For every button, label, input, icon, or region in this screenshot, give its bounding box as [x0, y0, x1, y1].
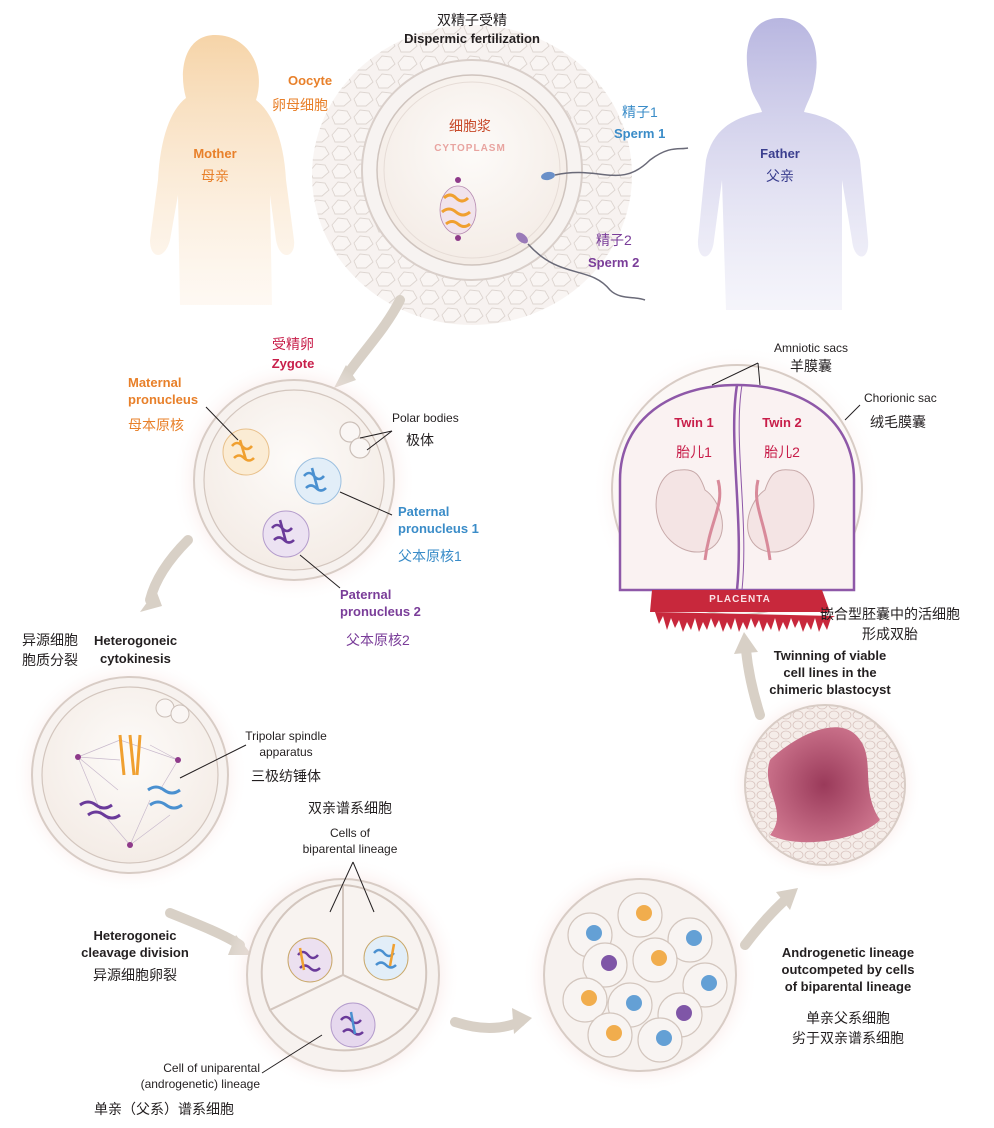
paternal-pronucleus-2-en-1: Paternal	[340, 587, 392, 602]
biparental-leaders	[261, 861, 375, 1074]
oocyte-label-zh: 卵母细胞	[272, 97, 328, 113]
twin2-en: Twin 2	[762, 415, 802, 430]
father-silhouette	[697, 18, 869, 310]
cytoplasm-label-en: CYTOPLASM	[434, 143, 506, 154]
twin1-en: Twin 1	[674, 415, 714, 430]
cytokinesis-zh-2: 胞质分裂	[22, 652, 78, 668]
outcompeted-en-2: outcompeted by cells	[781, 962, 915, 977]
oocyte-illustration	[312, 25, 689, 325]
tripolar-en-2: apparatus	[259, 745, 313, 759]
blastomere-nucleus	[651, 950, 667, 966]
twinning-en-1: Twinning of viable	[773, 648, 887, 663]
oocyte-spindle	[439, 177, 477, 241]
cytokinesis-zh-1: 异源细胞	[22, 632, 78, 648]
amniotic-sacs-zh: 羊膜囊	[790, 358, 832, 374]
father-label-en: Father	[760, 146, 800, 161]
twins-leaders	[711, 362, 861, 421]
sperm1-label-en: Sperm 1	[614, 126, 666, 141]
amniotic-sacs-en: Amniotic sacs	[773, 341, 849, 355]
blastomere-nucleus	[701, 975, 717, 991]
cleavage-en-2: cleavage division	[81, 945, 189, 960]
blastomere-nucleus	[601, 955, 617, 971]
cytokinesis-en-1: Heterogoneic	[94, 633, 178, 648]
paternal-pronucleus-2	[262, 510, 310, 558]
arrow-cleavage-to-morula	[450, 1017, 525, 1033]
biparental-en-2: biparental lineage	[302, 842, 398, 856]
blastomere-nucleus	[676, 1005, 692, 1021]
paternal-pronucleus-2-en-2: pronucleus 2	[340, 604, 421, 619]
oocyte-label-en: Oocyte	[288, 73, 333, 88]
maternal-pronucleus-zh: 母本原核	[128, 417, 184, 433]
maternal-pronucleus-en-1: Maternal	[128, 375, 182, 390]
placenta-label: PLACENTA	[709, 594, 771, 605]
twins-illustration	[592, 345, 882, 635]
uniparental-zh: 单亲（父系）谱系细胞	[94, 1101, 234, 1117]
blastomere-nucleus	[626, 995, 642, 1011]
cleavage-en-1: Heterogoneic	[93, 928, 177, 943]
polar-bodies-zh: 极体	[406, 432, 434, 448]
biparental-zh: 双亲谱系细胞	[308, 800, 392, 816]
paternal-pronucleus-1	[294, 457, 342, 505]
arrow-oocyte-to-zygote	[340, 295, 405, 383]
outcompeted-zh-2: 劣于双亲谱系细胞	[792, 1030, 904, 1046]
chorionic-sac-en: Chorionic sac	[864, 391, 937, 405]
three-cell-embryo	[225, 857, 461, 1093]
zygote-label-en: Zygote	[271, 356, 315, 371]
twinning-en-2: cell lines in the	[783, 665, 877, 680]
tripolar-en-1: Tripolar spindle	[245, 729, 327, 743]
twinning-zh-2: 形成双胎	[862, 626, 918, 642]
biparental-en-1: Cells of	[329, 826, 370, 840]
uniparental-en-1: Cell of uniparental	[163, 1061, 260, 1075]
cytokinesis-en-2: cytokinesis	[100, 651, 171, 666]
zygote-label-zh: 受精卵	[272, 336, 314, 352]
sperm1-label-zh: 精子1	[622, 104, 658, 120]
outcompeted-en-1: Androgenetic lineage	[781, 945, 915, 960]
sperm-2	[516, 232, 646, 301]
twin2-zh: 胎儿2	[764, 444, 800, 460]
chorionic-sac-zh: 绒毛膜囊	[870, 414, 926, 430]
morula-illustration	[522, 857, 758, 1093]
uniparental-en-2: (androgenetic) lineage	[140, 1077, 260, 1091]
cytokinesis-illustration	[12, 657, 248, 893]
father-label-zh: 父亲	[766, 168, 794, 184]
blastomere-nucleus	[586, 925, 602, 941]
tripolar-leader	[179, 744, 247, 779]
maternal-pronucleus	[222, 428, 270, 476]
tripolar-zh: 三极纺锤体	[251, 768, 321, 784]
sperm2-label-zh: 精子2	[596, 232, 632, 248]
paternal-pronucleus-1-en-2: pronucleus 1	[398, 521, 479, 536]
polar-bodies-en: Polar bodies	[392, 411, 459, 425]
arrow-morula-to-blastocyst	[740, 895, 790, 950]
paternal-pronucleus-1-zh: 父本原核1	[398, 548, 462, 564]
blastomere-nucleus	[656, 1030, 672, 1046]
twinning-en-3: chimeric blastocyst	[769, 682, 891, 697]
outcompeted-zh-1: 单亲父系细胞	[806, 1010, 890, 1026]
paternal-pronucleus-1-en-1: Paternal	[398, 504, 450, 519]
maternal-pronucleus-en-2: pronucleus	[128, 392, 199, 407]
mother-silhouette	[150, 35, 295, 305]
outcompeted-en-3: of biparental lineage	[784, 979, 912, 994]
blastomere-nucleus	[686, 930, 702, 946]
blastomere-nucleus	[636, 905, 652, 921]
title-en: Dispermic fertilization	[404, 31, 540, 46]
cytoplasm-label-zh: 细胞浆	[449, 118, 491, 134]
paternal-pronucleus-2-zh: 父本原核2	[346, 632, 410, 648]
arrow-zygote-to-cytokinesis	[145, 535, 193, 605]
zygote-leaders	[205, 406, 393, 589]
twinning-zh-1: 嵌合型胚囊中的活细胞	[820, 606, 960, 622]
sperm-1	[541, 147, 689, 181]
blastocyst-illustration	[727, 687, 923, 883]
mother-label-en: Mother	[193, 146, 237, 161]
mother-label-zh: 母亲	[201, 168, 229, 184]
zygote-illustration	[172, 358, 416, 602]
arrow-blastocyst-to-twins	[741, 645, 765, 720]
blastomere-nucleus	[581, 990, 597, 1006]
sperm2-label-en: Sperm 2	[588, 255, 640, 270]
title-zh: 双精子受精	[437, 12, 507, 28]
blastomere-nucleus	[606, 1025, 622, 1041]
cleavage-zh: 异源细胞卵裂	[93, 967, 177, 983]
twin1-zh: 胎儿1	[676, 444, 712, 460]
